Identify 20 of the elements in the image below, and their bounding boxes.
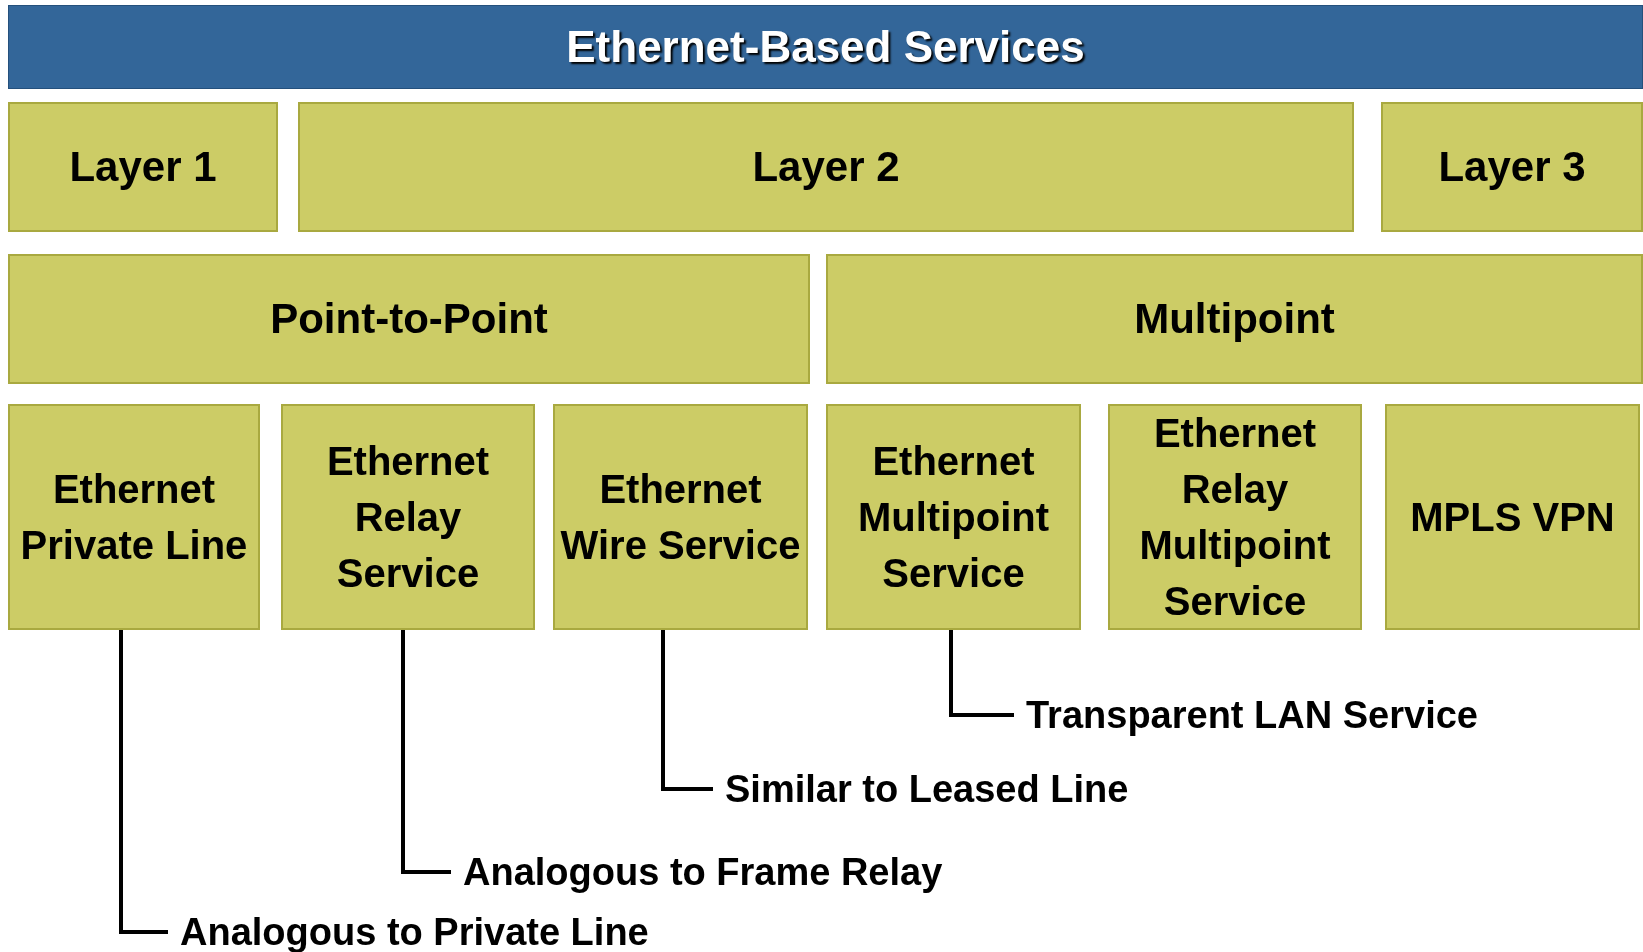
category-box: Layer 3 xyxy=(1381,102,1643,232)
note-text: Analogous to Frame Relay xyxy=(451,847,943,897)
leader-line xyxy=(949,630,1014,717)
category-box: Multipoint xyxy=(826,254,1643,384)
header-band: Ethernet-Based Services xyxy=(8,5,1643,89)
service-box: MPLS VPN xyxy=(1385,404,1640,630)
service-box: Ethernet Relay Service xyxy=(281,404,535,630)
note-text: Similar to Leased Line xyxy=(713,764,1129,814)
leader-line xyxy=(119,630,168,934)
service-box: Ethernet Private Line xyxy=(8,404,260,630)
category-box: Point-to-Point xyxy=(8,254,810,384)
note-text: Transparent LAN Service xyxy=(1014,690,1478,740)
service-box: Ethernet Wire Service xyxy=(553,404,808,630)
note-text: Analogous to Private Line xyxy=(168,907,649,952)
service-box: Ethernet Multipoint Service xyxy=(826,404,1081,630)
leader-line xyxy=(401,630,451,874)
leader-line xyxy=(661,630,713,791)
category-box: Layer 1 xyxy=(8,102,278,232)
service-box: Ethernet Relay Multipoint Service xyxy=(1108,404,1362,630)
category-box: Layer 2 xyxy=(298,102,1354,232)
